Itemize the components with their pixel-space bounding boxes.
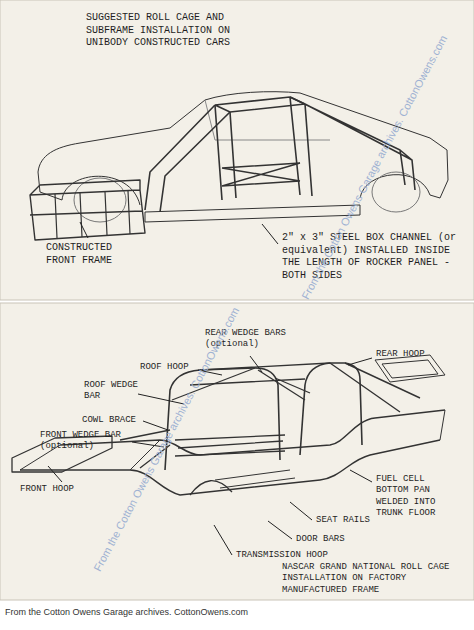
part-label: DOOR BARS bbox=[296, 534, 376, 545]
part-label: FRONT WEDGE BAR (optional) bbox=[40, 430, 135, 453]
part-label: SEAT RAILS bbox=[316, 515, 396, 526]
part-label: COWL BRACE bbox=[82, 415, 152, 426]
paper-sheet bbox=[0, 0, 474, 300]
credit-line: From the Cotton Owens Garage archives. C… bbox=[5, 607, 248, 618]
part-label: TRANSMISSION HOOP bbox=[236, 550, 356, 561]
sheet-title: SUGGESTED ROLL CAGE AND SUBFRAME INSTALL… bbox=[86, 12, 256, 50]
part-label: CONSTRUCTED FRONT FRAME bbox=[46, 242, 146, 267]
factory-frame-drawing bbox=[12, 355, 445, 555]
part-label: FRONT HOOP bbox=[20, 484, 90, 495]
unibody-car-drawing bbox=[30, 92, 448, 244]
note: 2" x 3" STEEL BOX CHANNEL (or equivalent… bbox=[282, 232, 460, 282]
part-label: ROOF HOOP bbox=[140, 362, 200, 373]
part-label: FUEL CELL BOTTOM PAN WELDED INTO TRUNK F… bbox=[376, 474, 456, 519]
paper-sheet bbox=[0, 303, 474, 600]
part-label: REAR HOOP bbox=[376, 349, 456, 360]
sheet-caption: NASCAR GRAND NATIONAL ROLL CAGE INSTALLA… bbox=[282, 562, 468, 596]
part-label: ROOF WEDGE BAR bbox=[84, 380, 144, 403]
